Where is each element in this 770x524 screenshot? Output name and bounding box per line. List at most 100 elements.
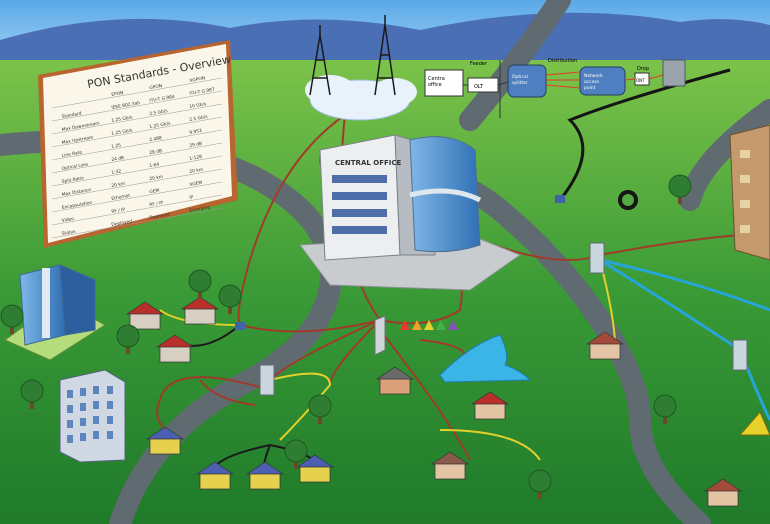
- board-row-line: [51, 90, 223, 122]
- board-cell: Encapsulation: [61, 200, 93, 211]
- board-row-line: [51, 103, 223, 135]
- board-cell: Standard: [61, 111, 82, 120]
- apartment-building: [59, 369, 126, 463]
- board-cell: XGEM: [189, 180, 203, 188]
- house-icon: [703, 478, 743, 507]
- board-row-line: [51, 207, 223, 239]
- board-cell: Line Rate: [61, 149, 83, 159]
- lake: [439, 334, 532, 383]
- house-icon: [125, 301, 165, 330]
- schematic-feeder-label: Feeder: [470, 61, 488, 67]
- warning-sign-icon: [738, 411, 770, 436]
- board-cell: ITU-T G.984: [149, 94, 175, 104]
- tree-icon: [284, 439, 308, 469]
- trees: [0, 174, 692, 499]
- board-cell: 1.25 Gb/s: [111, 114, 134, 124]
- board-row-line: [51, 155, 223, 187]
- board-header-cell: XGPON: [189, 75, 206, 84]
- board-cell: Emerging: [189, 204, 211, 214]
- house-icon: [145, 426, 185, 455]
- tree-icon: [0, 304, 24, 334]
- schematic-drop-label: Drop: [637, 66, 649, 72]
- tree-icon: [116, 324, 140, 354]
- board-row-line: [51, 181, 223, 213]
- board-cell: RF / IP: [149, 200, 164, 208]
- board-cell: Status: [61, 229, 77, 237]
- central-office: CENTRAL OFFICE: [299, 134, 522, 291]
- board-cell: 1:64: [149, 162, 160, 170]
- board-cell: Deployed: [149, 212, 171, 222]
- board-row-line: [51, 142, 223, 174]
- right-apartment: [729, 124, 770, 261]
- board-row-line: [51, 194, 223, 226]
- houses: [125, 296, 743, 507]
- board-cell: Deployed: [111, 218, 133, 228]
- cloud-with-towers: [305, 15, 417, 121]
- board-cell: IEEE 802.3ah: [111, 100, 141, 111]
- house-icon: [470, 391, 510, 420]
- network-cabinets: [235, 195, 748, 396]
- house-icon: [180, 296, 220, 325]
- board-cell: 20 km: [189, 167, 204, 175]
- board-row-line: [51, 129, 223, 161]
- tree-icon: [20, 379, 44, 409]
- board-cell: IP: [189, 194, 194, 201]
- board-cell: Max Distance: [61, 187, 92, 198]
- board-cell: 2.5 Gb/s: [149, 108, 169, 117]
- schematic-distribution-label: Distribution: [548, 58, 577, 64]
- house-icon: [195, 461, 235, 490]
- board-cell: Max Upstream: [61, 135, 93, 146]
- board-cell: 1:128: [189, 154, 203, 162]
- central-office-sign: CENTRAL OFFICE: [335, 159, 402, 167]
- house-icon: [375, 366, 415, 395]
- tree-icon: [668, 174, 692, 204]
- office-tower: [4, 264, 106, 361]
- house-icon: [155, 334, 195, 363]
- board-cell: 29 dB: [189, 141, 203, 149]
- schematic-olt: OLT: [474, 84, 484, 90]
- board-cell: 24 dB: [111, 155, 125, 163]
- board-row-line: [51, 168, 223, 200]
- tree-icon: [218, 284, 242, 314]
- house-icon: [585, 331, 625, 360]
- board-table: EPON GPON XGPON Standard IEEE 802.3ah ITU-T G…: [51, 75, 223, 239]
- board-cell: 9.953: [189, 128, 203, 136]
- house-icon: [430, 451, 470, 480]
- board-cell: 1.25 Gb/s: [111, 127, 134, 137]
- board-cell: 20 km: [111, 181, 126, 189]
- board-row-line: [51, 77, 223, 109]
- board-cell: Ethernet: [111, 193, 131, 202]
- board-row-line: [51, 116, 223, 148]
- fiber-spool: [618, 190, 638, 210]
- tree-icon: [653, 394, 677, 424]
- board-cell: 2.488: [149, 135, 163, 143]
- schematic-ont: ONT: [636, 78, 645, 83]
- board-cell: Video: [61, 216, 74, 224]
- tree-icon: [528, 469, 552, 499]
- board-cell: RF / IP: [111, 207, 126, 215]
- board-cell: GEM: [149, 187, 160, 195]
- central-splitter: [374, 315, 458, 356]
- board-cell: 10 Gb/s: [189, 101, 207, 110]
- board-header-cell: GPON: [149, 83, 163, 91]
- board-cell: Split Ratio: [61, 175, 84, 185]
- board-cell: Optical Loss: [61, 161, 89, 172]
- board-header-cell: EPON: [111, 90, 124, 98]
- board-cell: 2.5 Gb/s: [189, 114, 209, 123]
- tree-icon: [188, 269, 212, 299]
- board-cell: 1.25 Gb/s: [149, 120, 172, 130]
- board-cell: 28 dB: [149, 148, 163, 156]
- house-icon: [295, 454, 335, 483]
- tree-icon: [308, 394, 332, 424]
- board-cell: ITU-T G.987: [189, 87, 215, 97]
- board-cell: 1.25: [111, 142, 122, 150]
- house-icon: [245, 461, 285, 490]
- board-cell: 1:32: [111, 168, 122, 176]
- board-cell: 20 km: [149, 174, 164, 182]
